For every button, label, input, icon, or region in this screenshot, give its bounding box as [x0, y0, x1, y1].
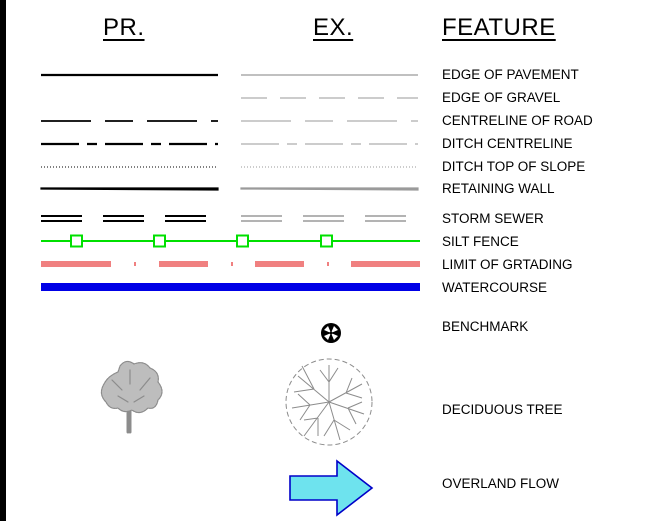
watercourse-symbol: [41, 283, 420, 291]
label-silt-fence: SILT FENCE: [442, 234, 519, 249]
limit-of-grading-symbol: [41, 261, 420, 267]
flow-arrow-icon: [289, 459, 374, 517]
header-feature: FEATURE: [442, 14, 556, 41]
label-centreline-of-road: CENTRELINE OF ROAD: [442, 113, 593, 128]
label-limit-of-grading: LIMIT OF GRTADING: [442, 257, 573, 272]
label-storm-sewer: STORM SEWER: [442, 211, 544, 226]
label-edge-of-gravel: EDGE OF GRAVEL: [442, 90, 561, 105]
label-benchmark: BENCHMARK: [442, 319, 529, 334]
existing-retaining-wall: [240, 187, 419, 191]
deciduous-tree-plan-icon: [285, 358, 373, 446]
proposed-storm-sewer: [41, 215, 218, 222]
header-proposed: PR.: [103, 14, 145, 41]
label-overland-flow: OVERLAND FLOW: [442, 476, 560, 491]
proposed-retaining-wall: [40, 187, 219, 191]
existing-storm-sewer: [241, 215, 418, 222]
header-existing: EX.: [313, 14, 354, 41]
label-ditch-centreline: DITCH CENTRELINE: [442, 136, 573, 151]
label-deciduous-tree: DECIDUOUS TREE: [442, 402, 563, 417]
left-border: [0, 0, 6, 521]
label-ditch-top-of-slope: DITCH TOP OF SLOPE: [442, 159, 586, 174]
deciduous-tree-elevation-icon: [100, 360, 163, 434]
label-watercourse: WATERCOURSE: [442, 280, 548, 295]
label-edge-of-pavement: EDGE OF PAVEMENT: [442, 67, 579, 82]
benchmark-icon: [321, 323, 341, 343]
label-retaining-wall: RETAINING WALL: [442, 181, 555, 196]
silt-fence-symbol: [41, 234, 420, 248]
